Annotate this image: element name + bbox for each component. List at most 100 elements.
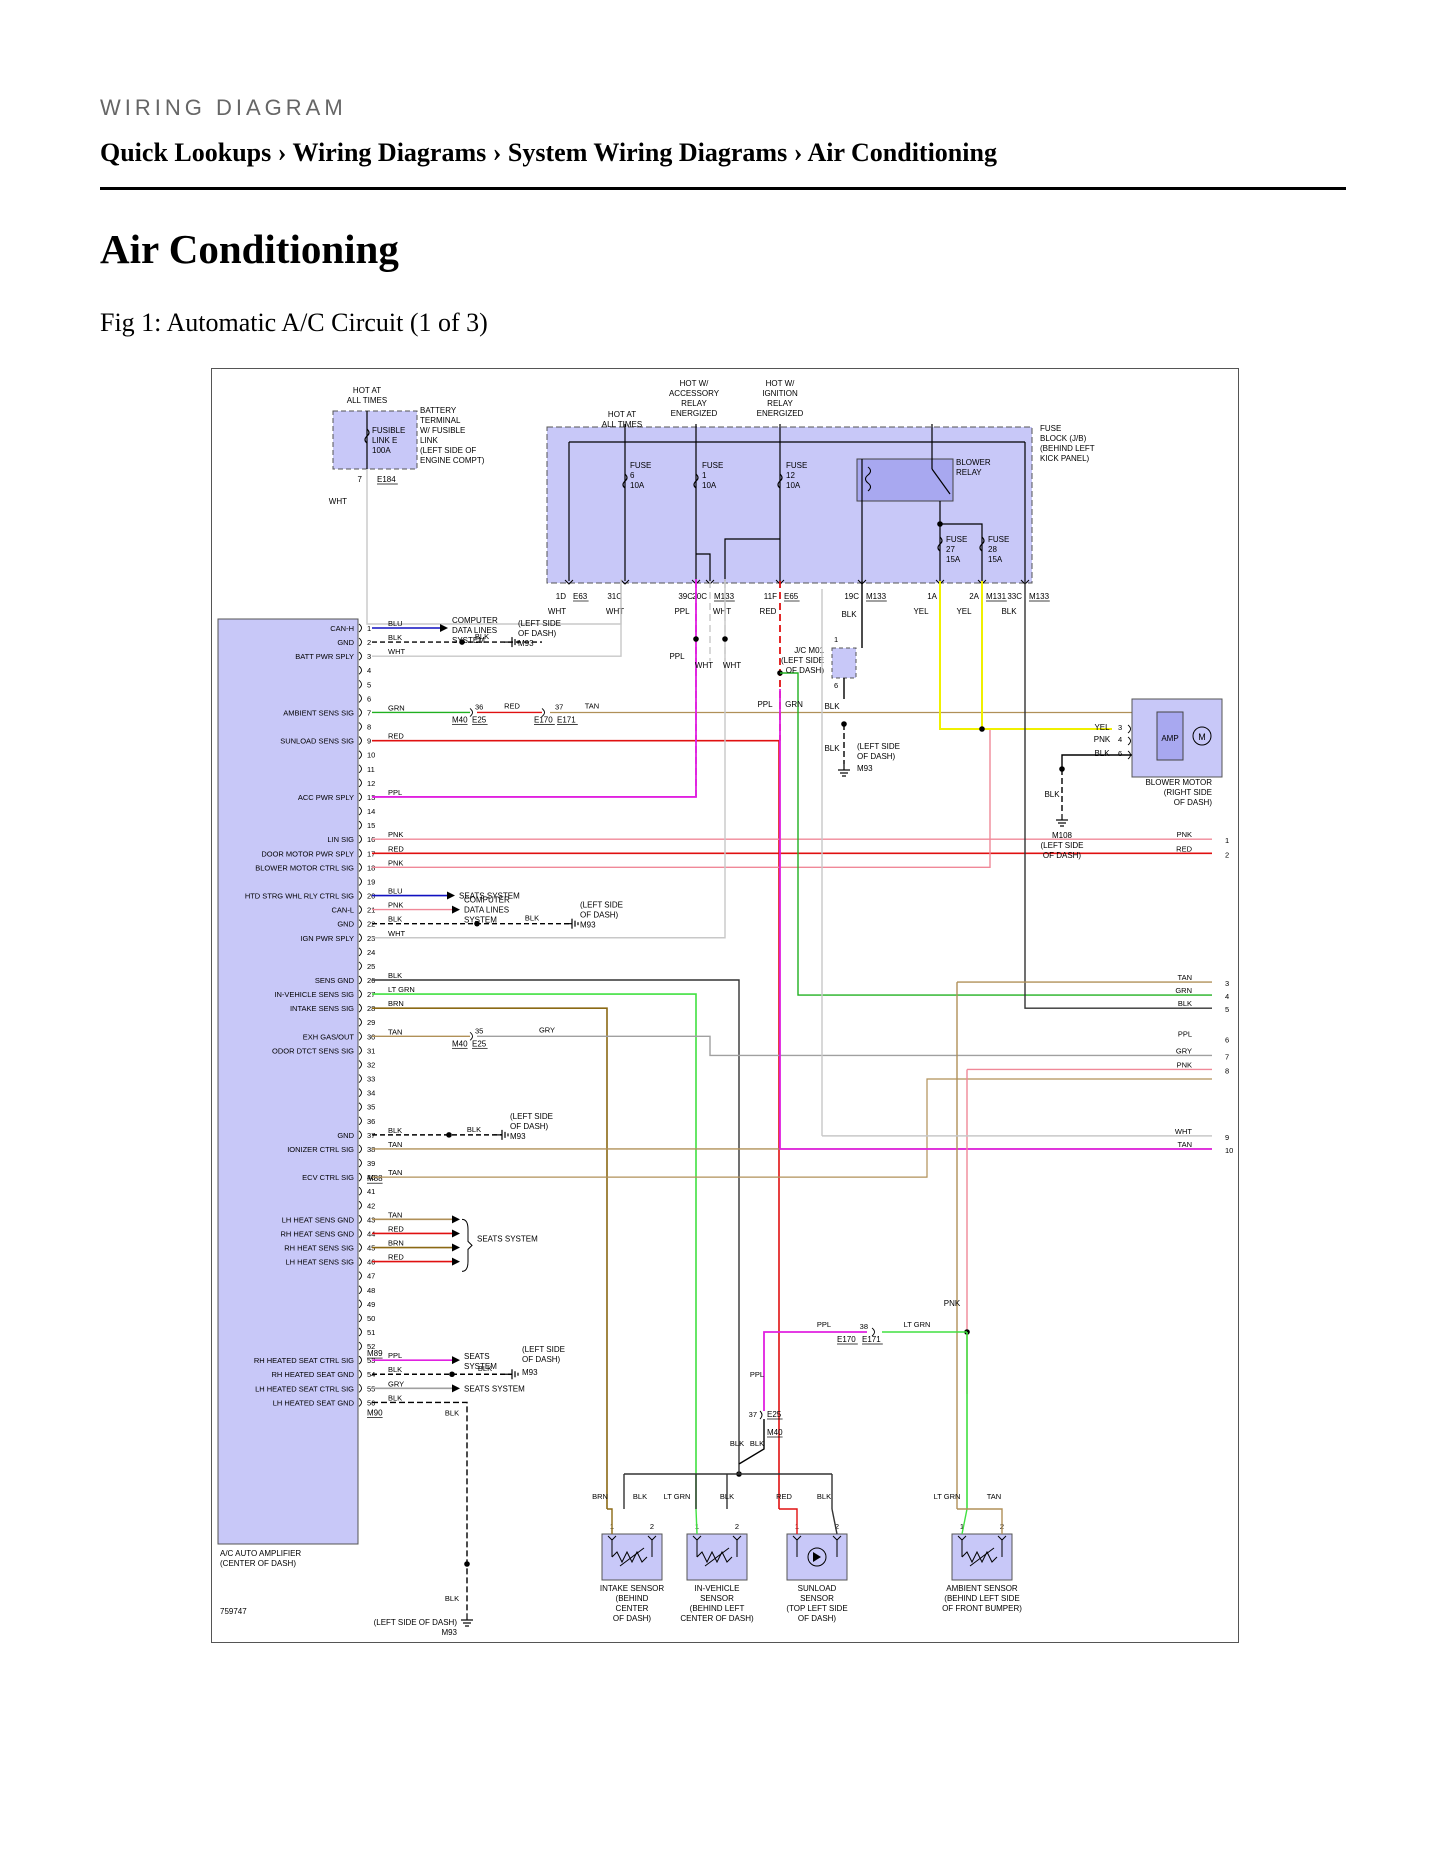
pin-connector-icon [358, 891, 362, 900]
fuse1-branch [696, 553, 711, 581]
pin-number: 52 [367, 1342, 375, 1351]
breadcrumb-quick-lookups[interactable]: Quick Lookups [100, 138, 272, 167]
connector-e170: E170 [837, 1335, 856, 1344]
motor-label: M [1198, 732, 1206, 742]
pin-connector-icon [358, 933, 362, 943]
wire-color-label: RED [388, 1253, 404, 1262]
ambient-sensor-label: (BEHIND LEFT SIDE [944, 1594, 1019, 1603]
hot-w-accessory-label: RELAY [681, 399, 707, 408]
lh-seat-gnd-wire [372, 1401, 468, 1614]
pin-number: 20 [367, 892, 375, 901]
breadcrumb-system-wiring-diagrams[interactable]: System Wiring Diagrams [507, 138, 788, 167]
pin-label: GND [337, 1131, 354, 1140]
pin-number: 36 [367, 1117, 375, 1126]
wire-color-label: WHT [606, 607, 624, 616]
pin-number: 43 [367, 1215, 375, 1224]
battery-terminal-label: BATTERY [420, 406, 457, 415]
brn-wire [607, 1508, 613, 1534]
blower-relay-label: RELAY [956, 468, 982, 477]
blk-wire [738, 1419, 765, 1465]
pin-label: RH HEATED SEAT CTRL SIG [254, 1356, 354, 1365]
pin-label: ODOR DTCT SENS SIG [272, 1046, 354, 1055]
connector-m133: M133 [1029, 592, 1050, 601]
pin-connector-icon [358, 637, 362, 647]
pin-number: 6 [367, 694, 371, 703]
amp-label: AMP [1161, 734, 1178, 743]
splice-dot [446, 1132, 452, 1138]
pin-number: 11 [367, 765, 375, 774]
pin-number: 1 [960, 1522, 964, 1531]
fuse12-label: 12 [786, 471, 795, 480]
connector-e65: E65 [784, 592, 799, 601]
pin-label: ACC PWR SPLY [298, 793, 354, 802]
relay-wire [939, 501, 983, 581]
intake-sensor-label: OF DASH) [613, 1614, 652, 1623]
pin-number: 6 [834, 681, 838, 690]
pin-connector-icon [358, 665, 362, 675]
pin-connector-icon [358, 792, 362, 802]
wire-color-label: BLK [824, 744, 840, 753]
pin-connector-icon [358, 1158, 362, 1168]
connector-icon [469, 708, 473, 717]
seats-system-label: SYSTEM [464, 1362, 497, 1371]
pin-label: IONIZER CTRL SIG [287, 1145, 354, 1154]
terminal-icon [620, 579, 630, 585]
computer-data-lines-label: COMPUTER [452, 616, 498, 625]
arrow-icon [452, 1356, 460, 1365]
wire-color-label: LT GRN [388, 985, 415, 994]
connector-icon [759, 1410, 763, 1420]
pin-number: 10 [367, 751, 375, 760]
pin-number: 23 [367, 934, 375, 943]
pin-number: 22 [367, 920, 375, 929]
pin-label: CAN-H [330, 624, 354, 633]
ecv-wire [372, 1078, 1212, 1178]
pin-label: LH HEAT SENS GND [282, 1215, 355, 1224]
left-side-dash-label: OF DASH) [510, 1122, 549, 1131]
ppl-wire [779, 689, 1212, 1150]
fuse28-label: FUSE [988, 535, 1009, 544]
fuse27-icon [937, 536, 943, 552]
breadcrumb-air-conditioning[interactable]: Air Conditioning [807, 138, 997, 167]
pin-label: BLOWER MOTOR CTRL SIG [255, 863, 354, 872]
wire-color-label: BLK [1178, 999, 1192, 1008]
intake-sensor-label: (BEHIND [616, 1594, 649, 1603]
connector-pin: 35 [475, 1026, 483, 1035]
wire-color-label: BLU [388, 887, 403, 896]
ac-amplifier-label: A/C AUTO AMPLIFIER [220, 1549, 301, 1558]
hot-at-all-times-label: HOT AT [353, 386, 381, 395]
battery-terminal-label: W/ FUSIBLE [420, 426, 465, 435]
fuse1-label: FUSE [702, 461, 723, 470]
pin-connector-icon [358, 806, 362, 816]
breadcrumb-wiring-diagrams[interactable]: Wiring Diagrams [292, 138, 487, 167]
continuation-number: 5 [1225, 1005, 1229, 1014]
pin-number: 7 [367, 708, 371, 717]
fuse27-label: 15A [946, 555, 961, 564]
wire-color-label: PPL [388, 788, 402, 797]
fuse6-label: FUSE [630, 461, 651, 470]
pin-number: 6 [1118, 749, 1122, 758]
pin-label: LH HEATED SEAT CTRL SIG [255, 1384, 354, 1393]
wire-color-label: BRN [388, 1239, 404, 1248]
wire-color-label: BLK [841, 610, 857, 619]
computer-data-lines-label: DATA LINES [464, 906, 509, 915]
connector-m40: M40 [767, 1428, 783, 1437]
exh-gas-wire [477, 1035, 1212, 1057]
wire-color-label: BLK [478, 1364, 492, 1373]
jc-m01-label: J/C M01 [794, 646, 824, 655]
wire-color-label: BLK [445, 1408, 459, 1417]
pin-label: DOOR MOTOR PWR SPLY [261, 849, 354, 858]
pin-label: IN-VEHICLE SENS SIG [274, 990, 354, 999]
arrow-icon [452, 1215, 460, 1224]
jc-m01-label: OF DASH) [786, 666, 825, 675]
wire-color-label: BLK [525, 914, 539, 923]
pin-connector-icon [358, 722, 362, 731]
left-side-dash-label: OF DASH) [522, 1355, 561, 1364]
wire-color-label: PPL [669, 652, 685, 661]
diode-icon [813, 1552, 821, 1562]
wire-color-label: TAN [388, 1168, 402, 1177]
header-rule [100, 187, 1346, 190]
fuse1-label: 1 [702, 471, 707, 480]
continuation-number: 2 [1225, 850, 1229, 859]
pin-number: 2 [650, 1522, 654, 1531]
